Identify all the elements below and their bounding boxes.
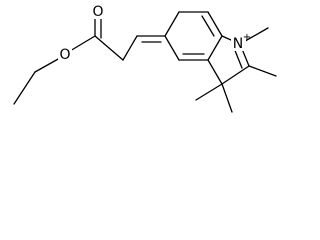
indolium-nitrogen-label: N [233,36,243,52]
nitrogen-charge-label: + [243,32,251,43]
bond-c8a-c3a [207,35,223,61]
bond-c3-c3a [207,59,223,85]
indolium-structure-diagram: O O N + [13,3,277,113]
carbonyl-oxygen-bg [91,3,105,19]
bond-c5-ester-carbon [94,35,124,61]
bond-n1-c2-inner [233,47,243,69]
ester-oxygen-bg [58,46,72,62]
bond-o-ethyl [34,57,61,73]
bond-ethyl-c-c [13,71,36,105]
bond-c4-ring-c5 [164,35,180,61]
bond-c6-c7 [164,11,180,37]
ester-oxygen-label: O [59,47,70,63]
bond-c3-methyl-a [221,83,233,113]
indolium-nitrogen-bg [231,35,246,51]
bond-ester-c-o-single [69,35,96,52]
bond-c2-methyl [248,65,277,77]
carbonyl-oxygen-label: O [92,4,103,20]
bond-c8-c8a-inner [201,15,215,37]
bond-c4-c5 [122,35,138,61]
bond-c2-c3 [221,65,250,85]
bond-c3-methyl-b [195,83,223,101]
bond-c8-c8a [207,11,223,37]
